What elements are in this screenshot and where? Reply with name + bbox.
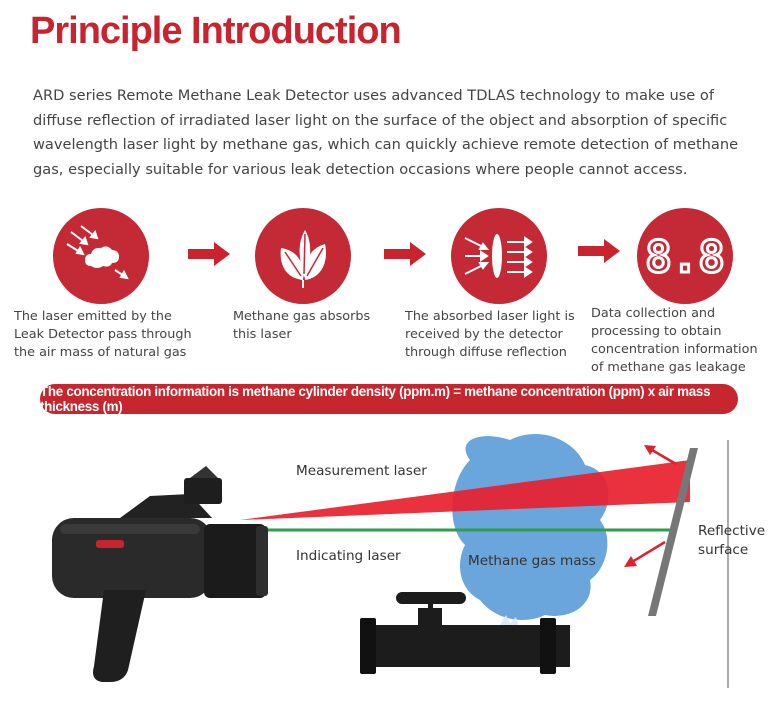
detection-scene [52,434,729,688]
reflection-arrow-down [624,540,666,567]
flow-arrow-3 [578,239,620,263]
digital-display-icon: 8.8 [644,231,726,285]
step-1-icon [53,208,149,304]
step-4-icon: 8.8 [637,208,733,304]
reflective-surface [648,448,698,616]
step-2-caption: Methane gas absorbs this laser [233,309,371,342]
page-title: Principle Introduction [30,10,402,52]
measurement-laser-beam [240,460,690,520]
step-4-caption: Data collection and processing to obtain… [591,306,758,375]
gas-mass-label: Methane gas mass [468,553,596,569]
leak-detector-device [52,466,268,682]
step-3-icon [451,208,547,304]
step-3-caption: The absorbed laser light is received by … [405,309,575,360]
reflection-arrow-up [644,445,677,466]
gas-pipe [360,592,570,674]
measurement-laser-label: Measurement laser [296,463,427,479]
reflective-surface-label: Reflective surface [698,523,766,558]
indicating-laser-label: Indicating laser [296,548,401,564]
laser-through-gas-icon [66,225,129,280]
digital-display-text: 8.8 [645,232,724,283]
step-2-icon [255,208,351,304]
intro-paragraph: ARD series Remote Methane Leak Detector … [33,87,739,178]
flow-arrow-1 [188,242,230,266]
leaf-icon [280,230,327,288]
flow-arrow-2 [384,242,426,266]
methane-gas-cloud [452,434,609,620]
formula-banner: The concentration information is methane… [40,384,738,414]
step-1-caption: The laser emitted by the Leak Detector p… [14,309,192,360]
lens-receiver-icon [464,234,533,278]
